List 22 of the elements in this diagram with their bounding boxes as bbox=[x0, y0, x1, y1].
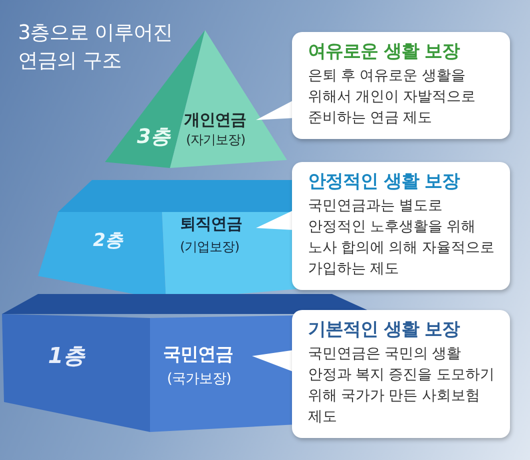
callout-heading: 기본적인 생활 보장 bbox=[308, 318, 461, 342]
pension-name: 국민연금 bbox=[163, 344, 233, 366]
callout-text: 국민연금과는 별도로 안정적인 노후생활을 위해 노사 합의에 의해 자율적으로 가입하는 제도 bbox=[308, 197, 496, 279]
title: 3층으로 이루어진 연금의 구조 bbox=[18, 19, 174, 74]
callout-pointer bbox=[256, 210, 294, 230]
callout-text: 은퇴 후 여유로운 생활을 위해서 개인이 자발적으로 준비하는 연금 제도 bbox=[308, 67, 477, 128]
callout-box bbox=[292, 310, 510, 438]
callout-text: 국민연금은 국민의 생활 안정과 복지 증진을 도모하기 위해 국가가 만든 사회보험 제도 bbox=[308, 345, 496, 427]
pension-type: (자기보장) bbox=[186, 133, 246, 149]
callout-pointer bbox=[252, 350, 294, 372]
callout-heading: 여유로운 생활 보장 bbox=[308, 40, 461, 64]
callout-pointer bbox=[256, 100, 294, 120]
callout-box bbox=[292, 162, 510, 290]
pension-type: (국가보장) bbox=[167, 371, 231, 388]
callout-box bbox=[292, 32, 510, 139]
tier-number: 1층 bbox=[48, 344, 84, 370]
tier-number: 2층 bbox=[93, 230, 123, 252]
pension-name: 개인연금 bbox=[184, 110, 246, 130]
pension-name: 퇴직연금 bbox=[180, 214, 242, 234]
tier-number: 3층 bbox=[137, 124, 170, 148]
callout-heading: 안정적인 생활 보장 bbox=[308, 170, 461, 194]
pension-type: (기업보장) bbox=[180, 240, 240, 256]
